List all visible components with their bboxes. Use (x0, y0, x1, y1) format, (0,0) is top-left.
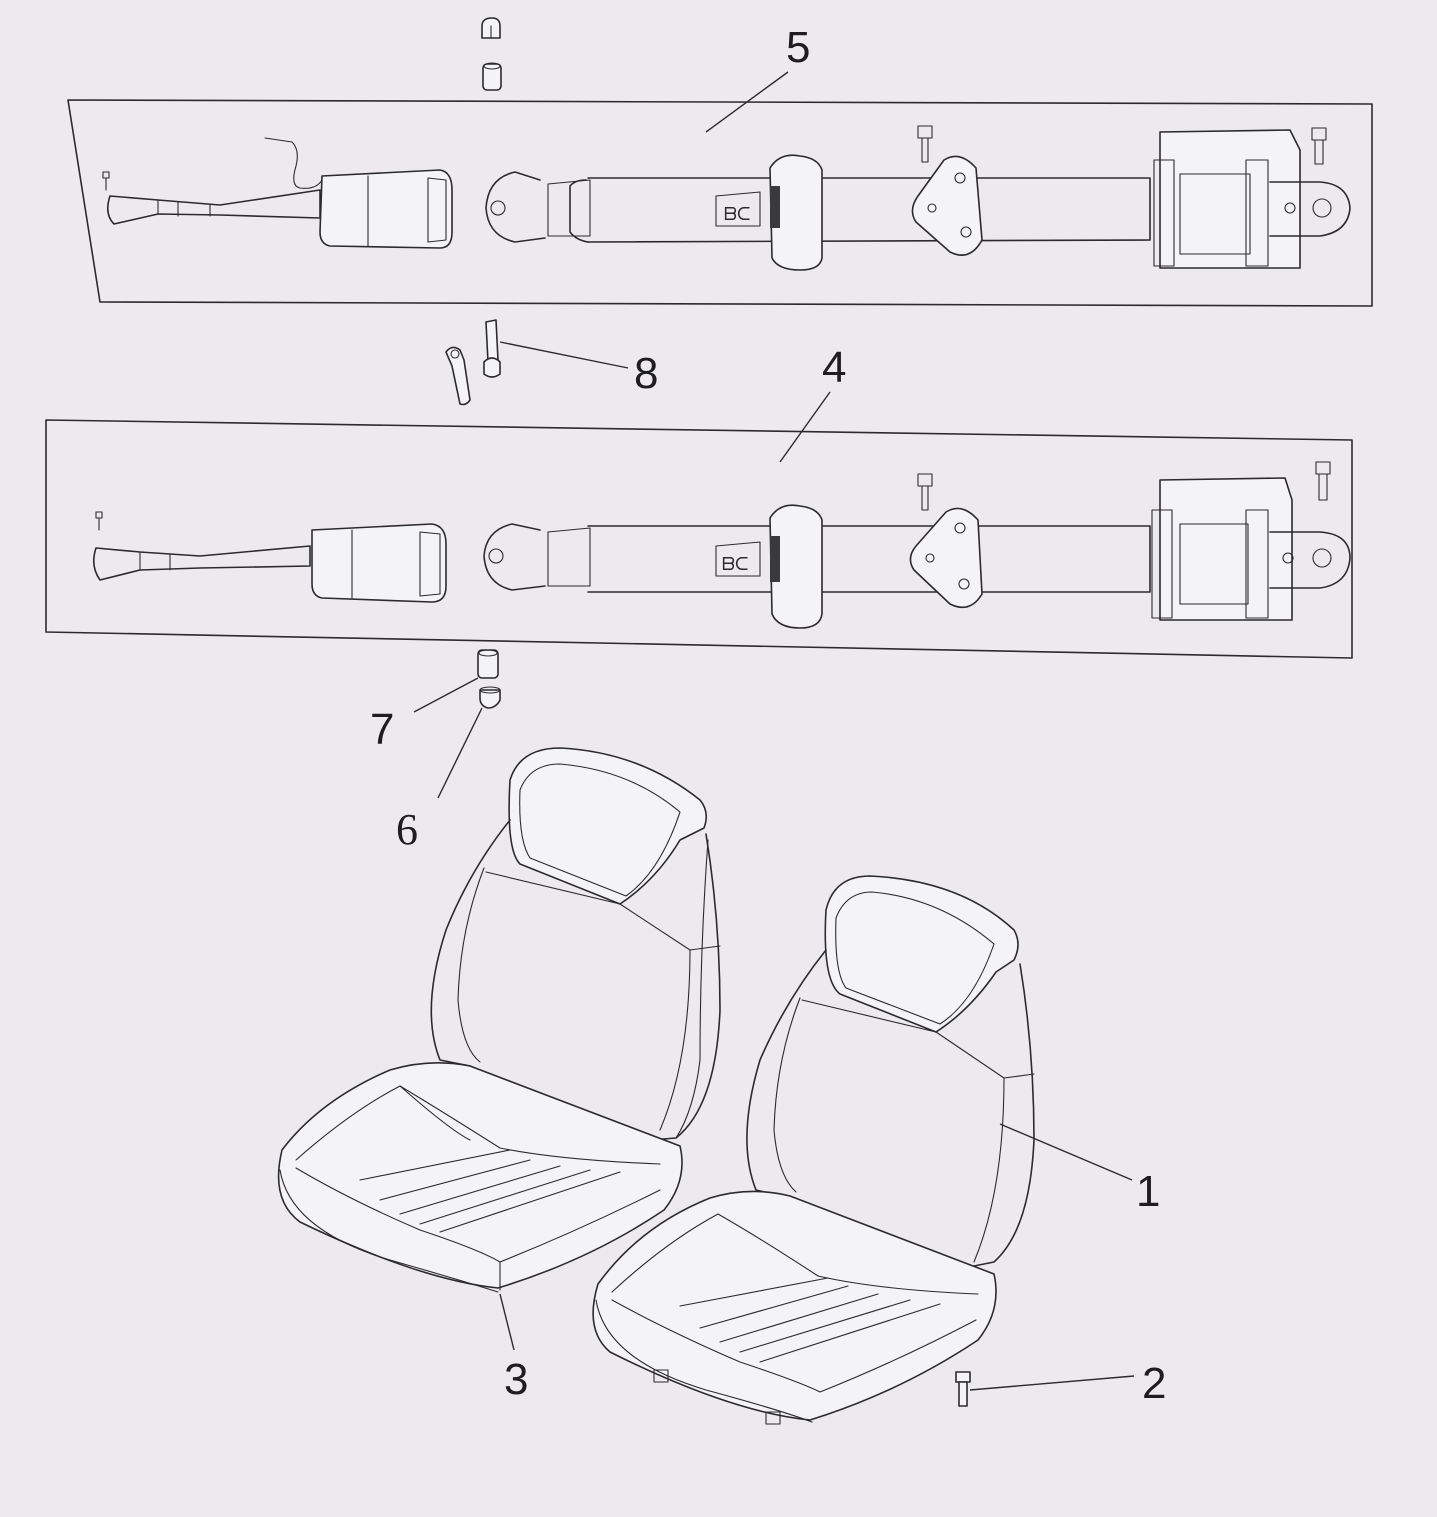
seat-left (277, 747, 721, 1293)
nut-icon (479, 686, 501, 709)
belt-guide (769, 504, 823, 629)
callout-5: 5 (786, 23, 810, 72)
bolt-icon (917, 473, 933, 511)
svg-text:ᗷᑕ: ᗷᑕ (722, 554, 748, 574)
callout-2: 2 (1142, 1359, 1166, 1408)
callout-4: 4 (822, 343, 846, 392)
buckle-stalk (92, 545, 311, 581)
spacer-icon (477, 649, 499, 679)
buckle-stalk (106, 189, 321, 225)
belt-tongue (485, 171, 546, 243)
seat-right (592, 875, 1035, 1425)
belt-guide (769, 154, 823, 271)
callout-3: 3 (504, 1355, 528, 1404)
leader-5 (705, 71, 789, 133)
retractor (1159, 129, 1301, 269)
bolt-icon (955, 1371, 971, 1407)
headrest (508, 747, 708, 905)
seat-cushion (592, 1190, 997, 1421)
anchor-plate (911, 155, 983, 256)
headrest (824, 875, 1019, 1033)
leader-3 (499, 1293, 515, 1351)
buckle-housing (319, 169, 453, 249)
callout-6: 6 (396, 805, 418, 854)
spacer-icon (482, 62, 502, 91)
leader-2 (969, 1375, 1135, 1391)
screw-icon (95, 511, 103, 531)
bolt-icon (445, 346, 471, 406)
screw-icon (102, 171, 110, 191)
leader-7 (413, 677, 479, 713)
sensor-wire (264, 137, 323, 189)
svg-text:ᗷᑕ: ᗷᑕ (724, 204, 750, 224)
anchor-plate (909, 507, 983, 609)
leader-6 (437, 707, 483, 799)
leader-4 (779, 391, 831, 463)
leader-1 (999, 1123, 1133, 1181)
seat-cushion (277, 1062, 683, 1289)
belt-panel-lower (45, 419, 1353, 659)
buckle-housing (311, 523, 447, 603)
callout-1: 1 (1136, 1167, 1160, 1216)
seat-belt-assembly-lower: ᗷᑕ (45, 419, 1353, 659)
bolt-icon (917, 125, 933, 163)
leader-8 (499, 341, 629, 369)
seat-belt-assembly-upper: ᗷᑕ (67, 99, 1373, 307)
bolt-icon (1311, 127, 1327, 165)
bolt-icon (1315, 461, 1331, 501)
callout-8: 8 (634, 349, 658, 398)
belt-panel-upper (67, 99, 1373, 307)
belt-tongue (483, 523, 546, 591)
nut-icon (481, 17, 501, 39)
callout-7: 7 (370, 705, 394, 754)
bolt-icon (483, 319, 501, 378)
